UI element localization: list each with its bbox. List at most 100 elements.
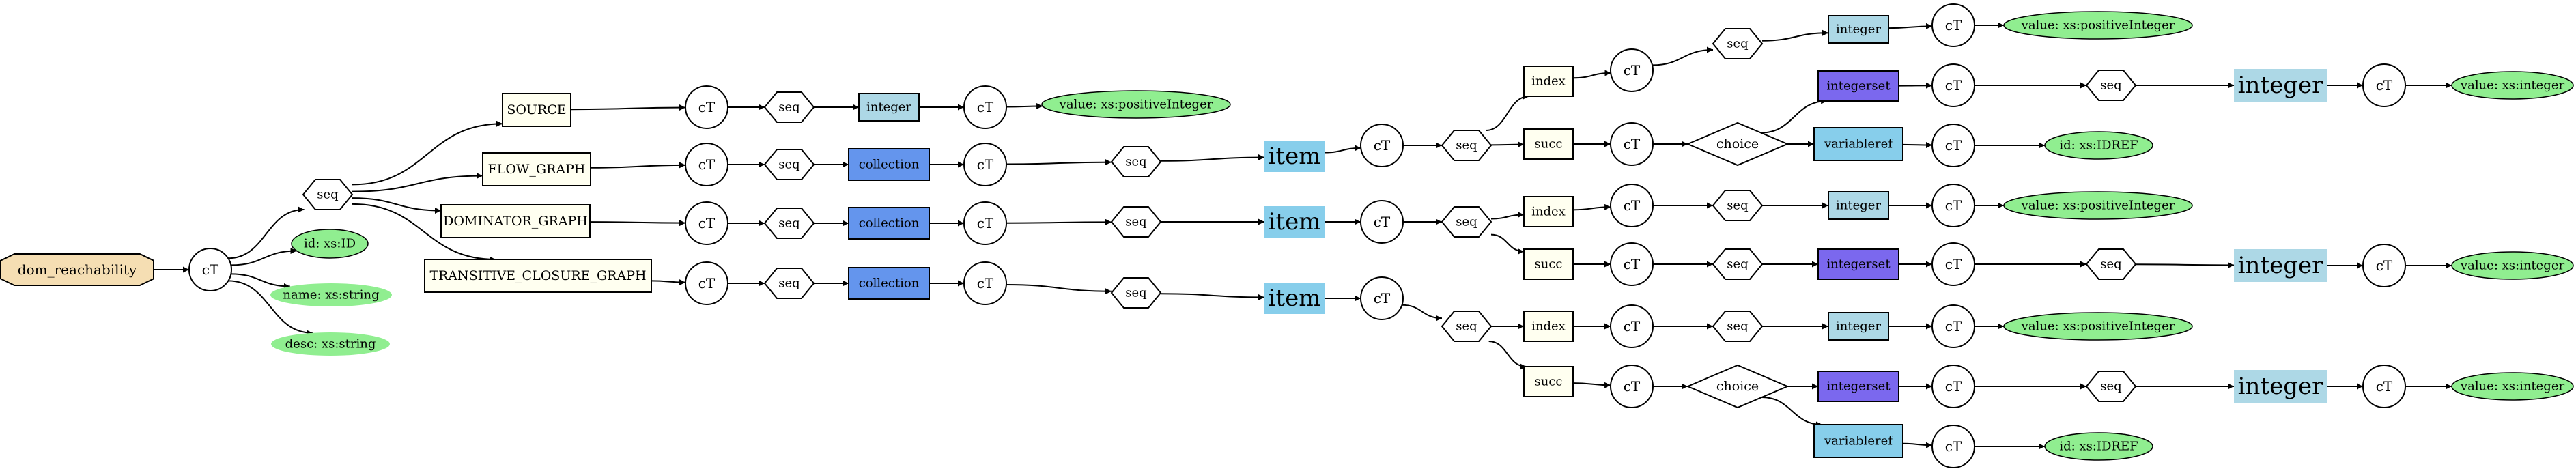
- collection-node-label: collection: [859, 276, 920, 291]
- ct-node-label: cT: [2376, 378, 2393, 395]
- choice-node-label: choice: [1716, 379, 1759, 394]
- ct-node: cT: [1931, 365, 1975, 408]
- integerset-node: integerset: [1817, 248, 1899, 280]
- integer-node-label: integer: [1836, 23, 1881, 37]
- edge-idx1-ctA1: [1572, 70, 1611, 79]
- ct-node: cT: [1360, 200, 1404, 244]
- attribute-name-node-label: name: xs:string: [283, 288, 379, 302]
- integer-node-label: integer: [2238, 72, 2323, 99]
- ct-node: cT: [2362, 365, 2406, 408]
- collection-node: collection: [848, 148, 930, 181]
- edge-seq0-trans: [352, 203, 496, 263]
- seq-node-label: seq: [778, 276, 799, 291]
- seq-node: seq: [763, 268, 815, 299]
- ct-node-label: cT: [1374, 290, 1391, 306]
- ct-node-label: cT: [1624, 378, 1641, 395]
- edge-intA1-ctA1b: [1888, 23, 1933, 29]
- integer-node: integer: [1828, 191, 1889, 220]
- value-integer-node-label: value: xs:integer: [2460, 380, 2565, 394]
- element-source-label: SOURCE: [507, 102, 566, 117]
- ct-node-label: cT: [698, 275, 716, 291]
- ct-node: cT: [963, 85, 1007, 129]
- seq-node-label: seq: [778, 158, 799, 172]
- seq-node-label: seq: [778, 216, 799, 231]
- seq-node-label: seq: [1125, 215, 1146, 229]
- edge-source-ctS: [570, 104, 686, 111]
- seq-node-label: seq: [1456, 139, 1477, 153]
- edge-ct0-attrDesc: [228, 280, 313, 337]
- ct-node: cT: [2362, 244, 2406, 287]
- seq-node: seq: [1441, 130, 1492, 161]
- attribute-desc-node: desc: xs:string: [271, 332, 390, 356]
- ct-node-label: cT: [1945, 137, 1962, 154]
- ct-node-label: cT: [202, 261, 219, 278]
- ct-node: cT: [963, 201, 1007, 245]
- edge-ch1-isetB1: [1761, 98, 1828, 134]
- seq-node: seq: [1110, 146, 1162, 177]
- item-node-label: item: [1269, 285, 1321, 312]
- element-dominator-graph: DOMINATOR_GRAPH: [440, 204, 591, 238]
- ct-node: cT: [1931, 63, 1975, 107]
- element-succ: succ: [1523, 366, 1574, 397]
- ct-node: cT: [685, 143, 728, 186]
- edge-seqID-idx2: [1490, 212, 1525, 220]
- edge-itemF-ctIF: [1324, 145, 1361, 154]
- edge-ctA1-seqA1: [1652, 46, 1714, 66]
- integer-node: integer: [1828, 312, 1889, 341]
- element-index-label: index: [1531, 319, 1566, 334]
- ct-node: cT: [1610, 48, 1654, 92]
- edge-seq0-dom: [352, 197, 442, 214]
- ct-node: cT: [963, 261, 1007, 305]
- collection-node: collection: [848, 207, 930, 240]
- ct-node-label: cT: [1945, 256, 1962, 272]
- ct-node: cT: [685, 261, 728, 305]
- ct-node: cT: [1610, 184, 1654, 227]
- root-node-dom-reachability: dom_reachability: [0, 253, 154, 286]
- integerset-node-label: integerset: [1826, 257, 1891, 272]
- attribute-id-node: id: xs:ID: [291, 229, 369, 259]
- integerset-node: integerset: [1817, 70, 1899, 102]
- id-idref-node: id: xs:IDREF: [2044, 432, 2153, 461]
- element-source: SOURCE: [502, 93, 571, 127]
- element-succ: succ: [1523, 248, 1574, 280]
- ct-node: cT: [1610, 365, 1654, 408]
- ct-node-label: cT: [1945, 17, 1962, 33]
- edge-seqT2-itemT: [1160, 293, 1265, 300]
- element-transitive-closure-graph: TRANSITIVE_CLOSURE_GRAPH: [424, 259, 652, 293]
- edge-seqA1-intA1: [1761, 29, 1829, 42]
- element-index: index: [1523, 66, 1574, 97]
- seq-node-label: seq: [2100, 257, 2121, 272]
- edge-trans-ctT: [651, 279, 686, 286]
- seq-node: seq: [1441, 311, 1492, 342]
- integerset-node-label: integerset: [1826, 79, 1891, 94]
- ct-node: cT: [685, 85, 728, 129]
- value-integer-node: value: xs:integer: [2451, 71, 2574, 100]
- ct-node-label: cT: [1374, 214, 1391, 230]
- edge-ct0-attrId: [231, 248, 297, 266]
- element-index: index: [1523, 196, 1574, 227]
- seq-node: seq: [1712, 248, 1764, 280]
- element-index-label: index: [1531, 205, 1566, 219]
- edge-ch3-vrefB3: [1761, 396, 1822, 428]
- edge-seqIF-idx1: [1486, 93, 1529, 131]
- seq-node: seq: [302, 179, 354, 210]
- seq-node-label: seq: [1125, 155, 1146, 169]
- ct-node-label: cT: [1945, 77, 1962, 94]
- integer-node: integer: [2234, 69, 2327, 102]
- id-idref-node-label: id: xs:IDREF: [2059, 440, 2138, 454]
- value-integer-node: value: xs:integer: [2451, 372, 2574, 401]
- item-node-label: item: [1269, 143, 1321, 170]
- seq-node-label: seq: [1727, 319, 1748, 334]
- item-node: item: [1264, 206, 1325, 238]
- ct-node: cT: [1610, 242, 1654, 286]
- ct-node: cT: [1610, 122, 1654, 166]
- integer-node: integer: [2234, 249, 2327, 282]
- item-node-label: item: [1269, 208, 1321, 235]
- seq-node-label: seq: [2100, 78, 2121, 93]
- ct-node-label: cT: [977, 99, 994, 115]
- ct-node: cT: [1360, 276, 1404, 320]
- ct-node-label: cT: [1945, 438, 1962, 455]
- integer-node-label: integer: [2238, 373, 2323, 400]
- ct-node: cT: [1931, 304, 1975, 348]
- item-node: item: [1264, 283, 1325, 314]
